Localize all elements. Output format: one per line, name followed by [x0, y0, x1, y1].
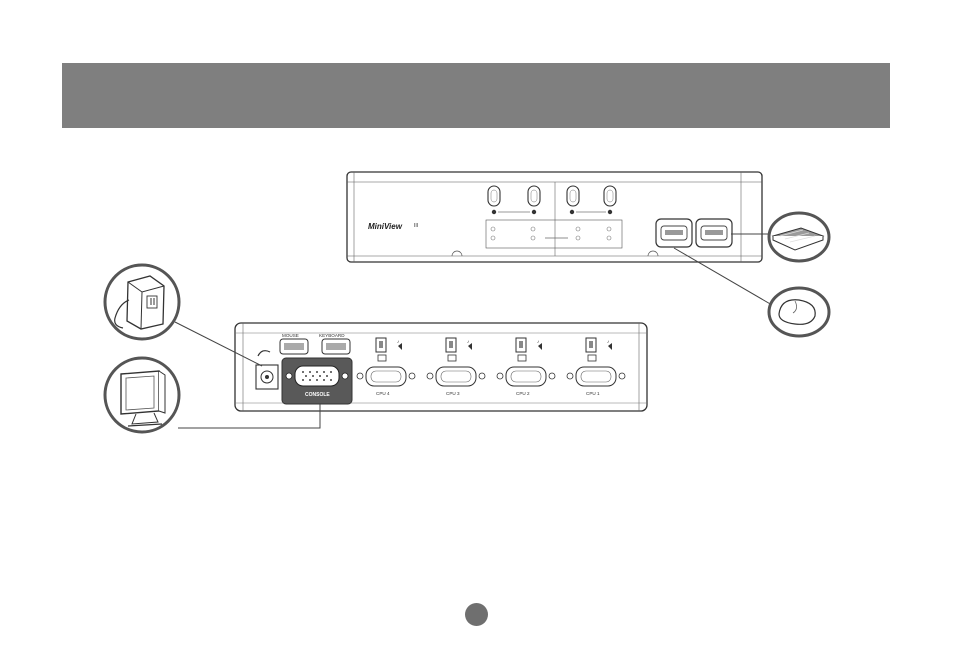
power-adapter-icon: [103, 263, 181, 341]
cpu-port-group-3: ♪ CPU 3: [426, 337, 486, 396]
brand-label: MiniView: [368, 222, 403, 231]
cpu-4-label: CPU 4: [376, 391, 390, 396]
svg-text:♪: ♪: [607, 339, 609, 344]
select-button-3[interactable]: [566, 185, 580, 207]
cpu-1-label: CPU 1: [586, 391, 600, 396]
page-number-badge: [465, 603, 488, 626]
model-suffix-label: III: [414, 223, 418, 229]
front-usb-port-1[interactable]: [655, 218, 693, 248]
console-keyboard-port[interactable]: [321, 338, 351, 355]
select-button-2[interactable]: [527, 185, 541, 207]
cpu-port-group-4: ♪ CPU 4: [356, 337, 416, 396]
svg-text:♪: ♪: [397, 339, 399, 344]
cpu-4-vga-port[interactable]: [356, 366, 416, 387]
connector-lines: [174, 233, 773, 429]
mouse-icon: [767, 286, 831, 338]
cpu-port-group-2: ♪ CPU 2: [496, 337, 556, 396]
cpu-2-vga-port[interactable]: [496, 366, 556, 387]
select-button-4[interactable]: [603, 185, 617, 207]
power-jack[interactable]: [255, 350, 279, 390]
kvm-rear-panel: MOUSE KEYBOARD CONSOLE ♪: [234, 322, 648, 412]
svg-text:♪: ♪: [467, 339, 469, 344]
console-keyboard-label: KEYBOARD: [319, 333, 345, 338]
cpu-1-vga-port[interactable]: [566, 366, 626, 387]
keyboard-icon: [767, 211, 831, 263]
header-band: [62, 63, 890, 128]
cpu-3-label: CPU 3: [446, 391, 460, 396]
front-usb-port-2[interactable]: [695, 218, 733, 248]
kvm-front-panel: MiniView III: [346, 171, 763, 263]
select-button-1[interactable]: [487, 185, 501, 207]
console-mouse-port[interactable]: [279, 338, 309, 355]
monitor-icon: [103, 356, 181, 434]
cpu-3-vga-port[interactable]: [426, 366, 486, 387]
status-leds: [490, 226, 612, 241]
console-mouse-label: MOUSE: [282, 333, 299, 338]
cpu-2-label: CPU 2: [516, 391, 530, 396]
console-label: CONSOLE: [305, 392, 330, 398]
cpu-port-group-1: ♪ CPU 1: [566, 337, 626, 396]
svg-text:♪: ♪: [537, 339, 539, 344]
console-vga-port[interactable]: [281, 357, 353, 405]
